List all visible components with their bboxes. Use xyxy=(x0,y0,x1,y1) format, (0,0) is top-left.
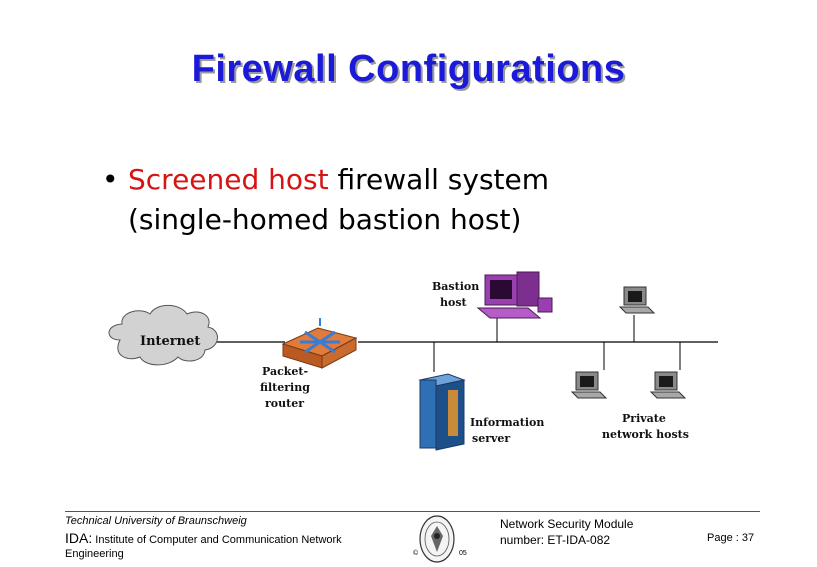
footer-year: 05 xyxy=(459,550,467,557)
bastion-label-line-2: host xyxy=(440,296,468,309)
private-label-line-2: network hosts xyxy=(602,428,689,441)
private-label-line-1: Private xyxy=(622,412,666,425)
info-label-line-2: server xyxy=(472,432,510,445)
bastion-label-line-1: Bastion xyxy=(432,280,479,293)
university-seal-icon xyxy=(419,515,455,563)
footer-institute: IDA: Institute of Computer and Communica… xyxy=(65,530,342,546)
slide-title: Firewall Configurations xyxy=(191,48,626,90)
footer-course: Network Security Module number: ET-IDA-0… xyxy=(500,517,634,547)
bullet-highlight: Screened host xyxy=(128,163,329,196)
footer-copyright: © xyxy=(413,550,419,557)
internet-cloud-icon: Internet xyxy=(108,304,218,366)
footer-page-number: Page : 37 xyxy=(707,532,755,544)
footer-divider xyxy=(65,511,760,512)
router-label-line-3: router xyxy=(265,397,304,410)
bastion-host-icon xyxy=(476,271,553,319)
router-icon xyxy=(281,318,358,369)
info-label-line-1: Information xyxy=(470,416,544,429)
internet-label: Internet xyxy=(140,334,200,349)
private-host-icon xyxy=(570,371,608,399)
footer-university: Technical University of Braunschweig xyxy=(65,515,247,527)
footer-ida-name: Institute of Computer and Communication … xyxy=(92,534,342,546)
router-label-line-2: filtering xyxy=(260,381,310,394)
bullet-rest: firewall system xyxy=(328,163,550,196)
bullet-line-2: (single-homed bastion host) xyxy=(128,203,522,236)
bullet-marker: • xyxy=(102,163,119,196)
information-server-icon xyxy=(418,373,466,451)
private-host-icon xyxy=(649,371,687,399)
bullet-line-1: Screened host firewall system xyxy=(128,160,549,200)
footer-institute-line-2: Engineering xyxy=(65,548,124,560)
private-host-icon xyxy=(618,286,656,314)
footer-ida-abbr: IDA: xyxy=(65,530,93,546)
router-label-line-1: Packet- xyxy=(262,365,308,378)
